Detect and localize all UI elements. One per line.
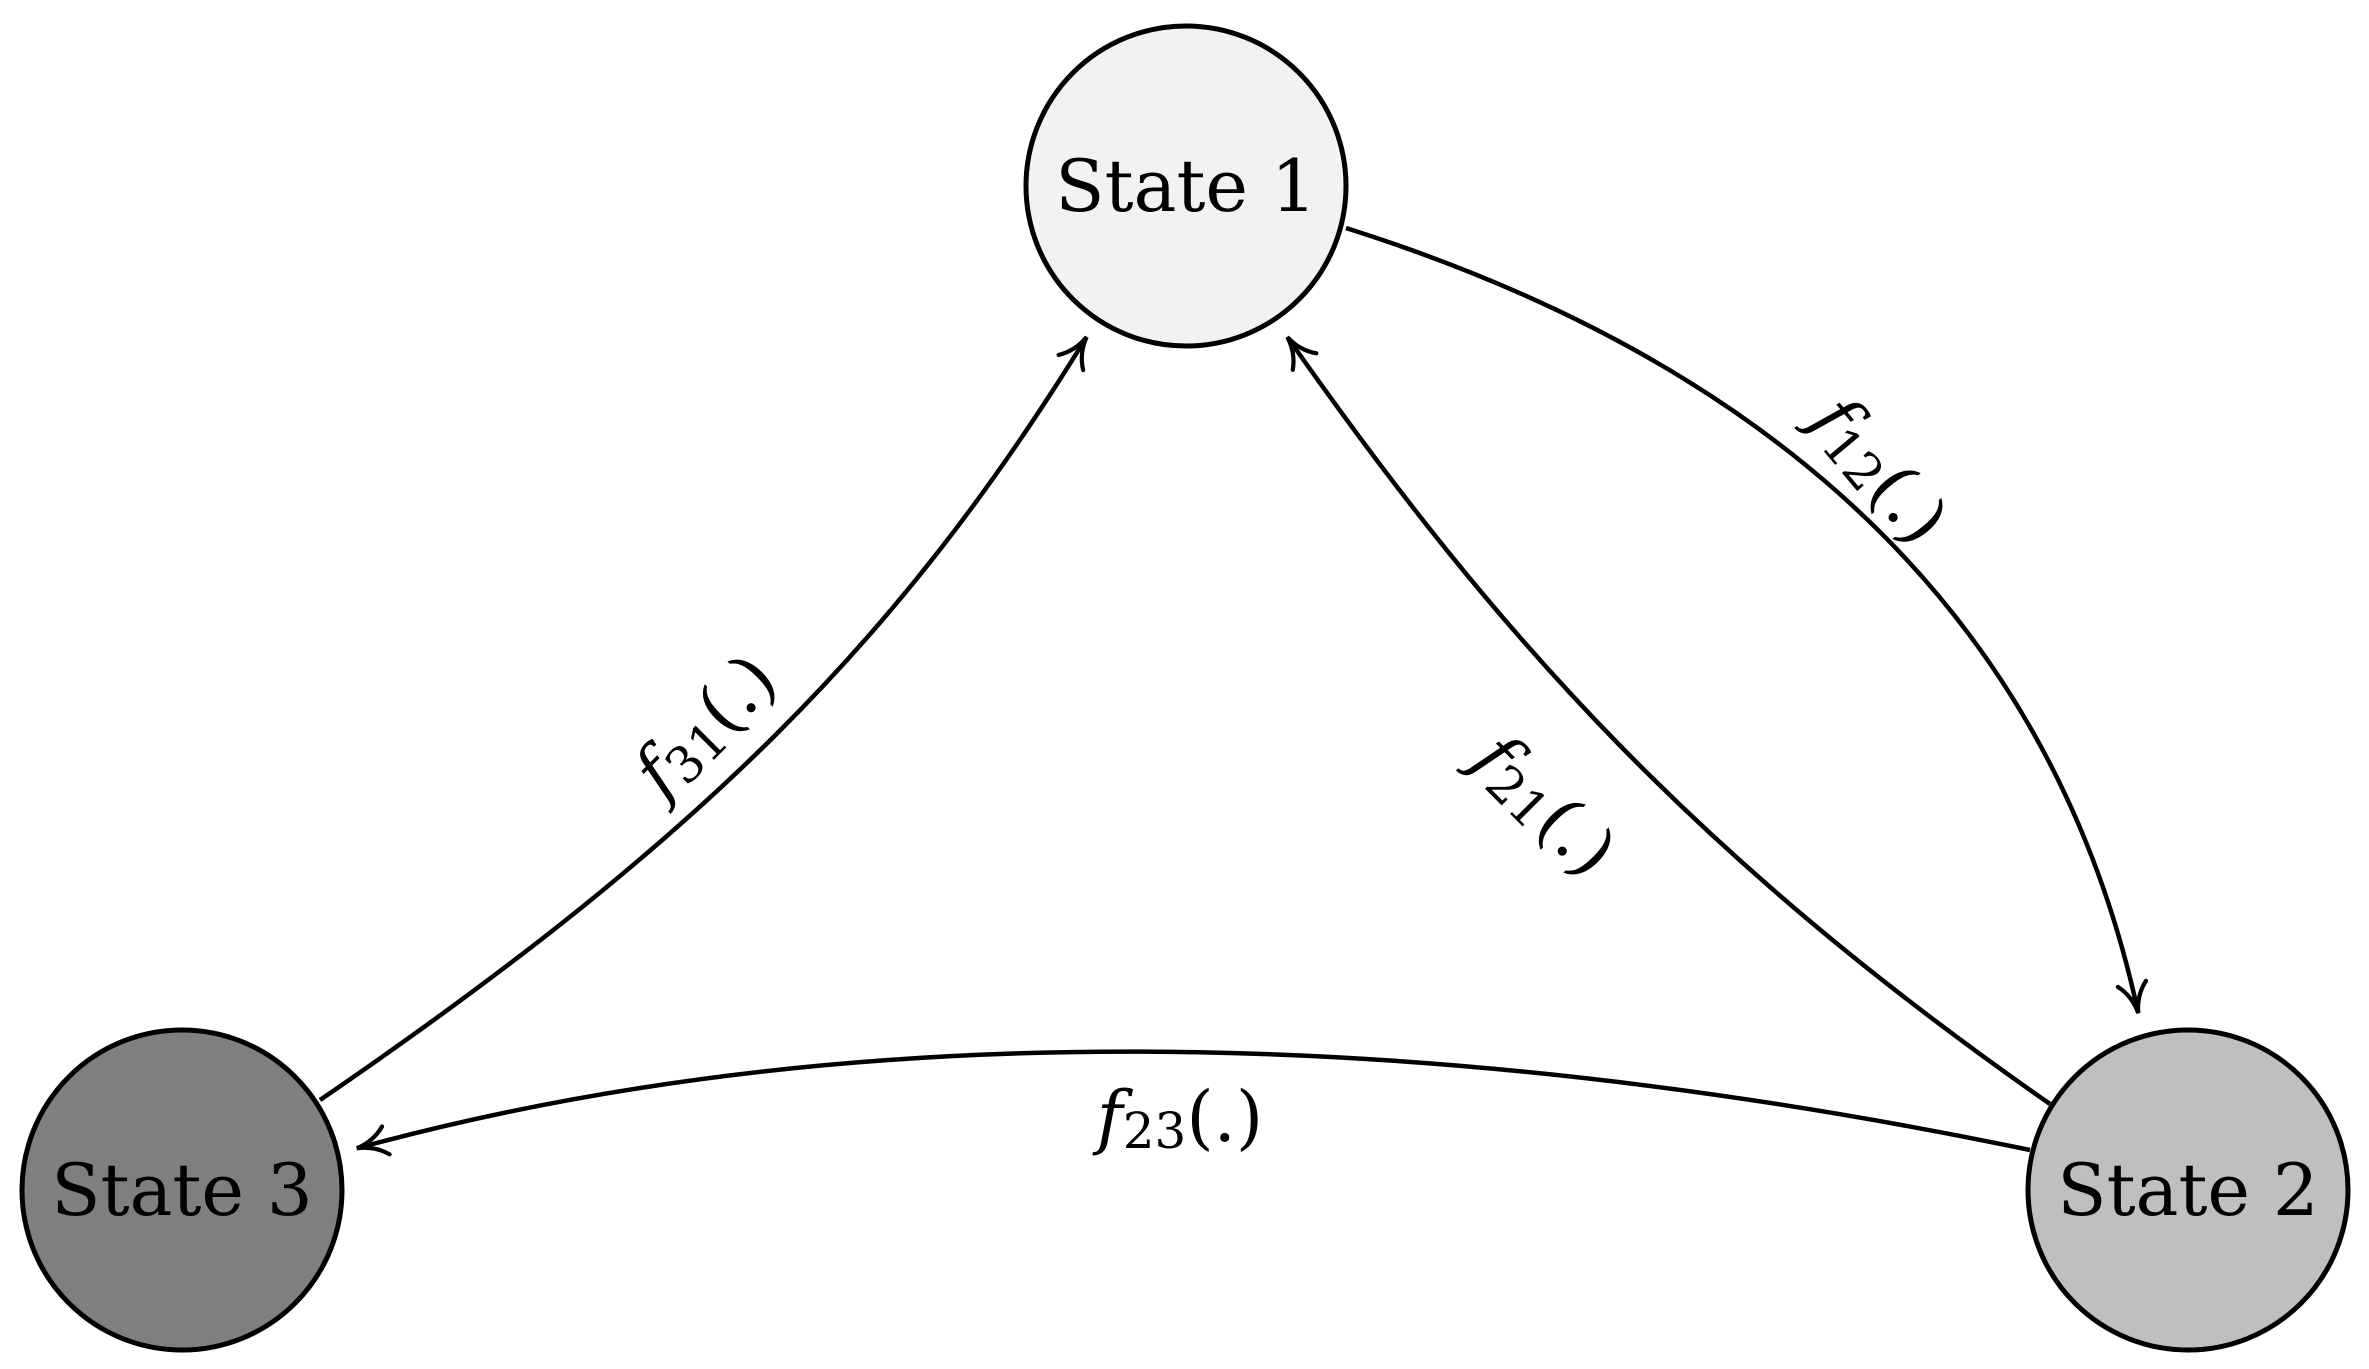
node-state-2: State 2 xyxy=(2025,1027,2351,1353)
edge-f12-arrow xyxy=(1345,225,2149,1014)
edge-f12-label: f12(.) xyxy=(1790,376,1965,561)
edge-f21-label: f21(.) xyxy=(1452,714,1633,895)
edge-f31-arrow xyxy=(318,335,1089,1102)
node-state-3: State 3 xyxy=(19,1027,345,1353)
edge-f21-arrow xyxy=(1285,335,2052,1106)
edge-f23-arrow xyxy=(355,1049,2031,1157)
node-state-1: State 1 xyxy=(1023,23,1349,349)
edge-f23-label: f23(.) xyxy=(1092,1076,1263,1160)
node-state-3-label: State 3 xyxy=(51,1148,312,1232)
node-state-3-circle xyxy=(19,1027,345,1353)
node-state-2-circle xyxy=(2025,1027,2351,1353)
edge-f31-label: f31(.) xyxy=(614,637,795,818)
node-state-2-label: State 2 xyxy=(2057,1148,2318,1232)
node-state-1-label: State 1 xyxy=(1055,144,1316,228)
node-state-1-circle xyxy=(1023,23,1349,349)
